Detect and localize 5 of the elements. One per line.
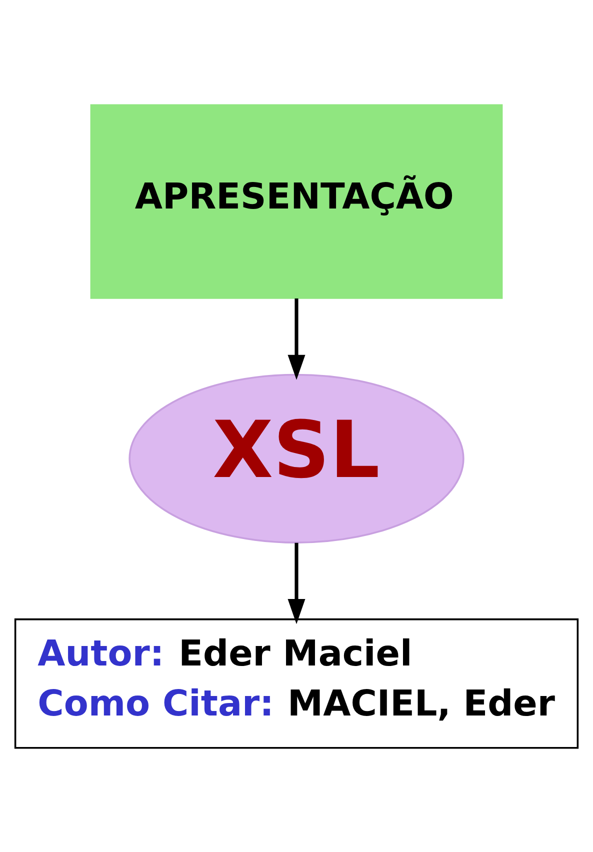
node-box: Autor: Eder Maciel Como Citar: MACIEL, Eder [14, 618, 579, 748]
node-box: APRESENTAÇÃO [90, 104, 503, 298]
arrow [288, 542, 306, 624]
node-ellipse: XSL [128, 373, 464, 543]
arrow [288, 298, 306, 380]
